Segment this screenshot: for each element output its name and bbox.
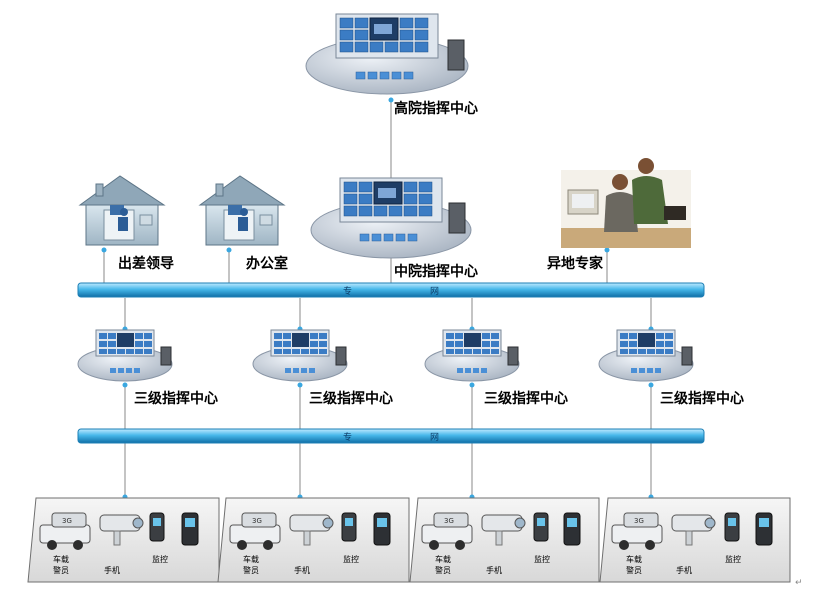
level3-center-2: [424, 329, 520, 382]
svg-text:3G: 3G: [444, 517, 454, 525]
private-network-bus-upper: [77, 282, 705, 298]
house-travel-leader: [78, 175, 166, 246]
tg3-camera-label: 手机: [676, 565, 692, 575]
tg0-vehicle-line1: 车载: [53, 554, 69, 564]
remote-experts-photo: [561, 158, 691, 248]
svg-text:3G: 3G: [252, 517, 262, 525]
tg3-monitor-label: 监控: [725, 554, 741, 564]
level3-center-1: [252, 329, 348, 382]
tg1-vehicle-line1: 车载: [243, 554, 259, 564]
tg0-monitor-label: 监控: [152, 554, 168, 564]
terminal-group-3: 3G: [599, 497, 791, 583]
middle-center-label: 中院指挥中心: [394, 263, 478, 280]
terminal-group-2: 3G: [409, 497, 600, 583]
level3-center-3: [598, 329, 694, 382]
tg0-vehicle-line2: 警员: [53, 565, 69, 575]
remote-node-label-2: 异地专家: [547, 255, 604, 272]
level3-center-0: [77, 329, 173, 382]
terminal-group-1: 3G: [217, 497, 410, 583]
tg3-vehicle-line1: 车载: [626, 554, 642, 564]
level3-label-2: 三级指挥中心: [484, 390, 568, 407]
tg1-vehicle-line2: 警员: [243, 565, 259, 575]
tg2-vehicle-line1: 车载: [435, 554, 451, 564]
bus-upper-left-char: 专: [343, 285, 352, 297]
top-center-label: 高院指挥中心: [394, 100, 478, 117]
level3-label-3: 三级指挥中心: [660, 390, 744, 407]
remote-node-label-1: 办公室: [246, 255, 288, 272]
bus-upper-right-char: 网: [430, 286, 439, 297]
middle-command-center: [310, 177, 472, 259]
connection-lines: [103, 100, 652, 497]
terminal-group-0: 3G: [27, 497, 220, 583]
svg-text:3G: 3G: [62, 517, 72, 525]
tg2-monitor-label: 监控: [534, 554, 550, 564]
level3-label-0: 三级指挥中心: [134, 390, 218, 407]
tg1-monitor-label: 监控: [343, 554, 359, 564]
top-command-center: [305, 13, 469, 95]
tg3-vehicle-line2: 警员: [626, 565, 642, 575]
svg-text:3G: 3G: [634, 517, 644, 525]
level3-label-1: 三级指挥中心: [309, 390, 393, 407]
bus-lower-right-char: 网: [430, 432, 439, 443]
tg2-camera-label: 手机: [486, 565, 502, 575]
bus-lower-left-char: 专: [343, 431, 352, 443]
remote-node-label-0: 出差领导: [118, 255, 174, 272]
tg2-vehicle-line2: 警员: [435, 565, 451, 575]
house-office: [198, 175, 286, 246]
return-mark: ↵: [795, 578, 803, 588]
tg1-camera-label: 手机: [294, 565, 310, 575]
private-network-bus-lower: [77, 428, 705, 444]
tg0-camera-label: 手机: [104, 565, 120, 575]
